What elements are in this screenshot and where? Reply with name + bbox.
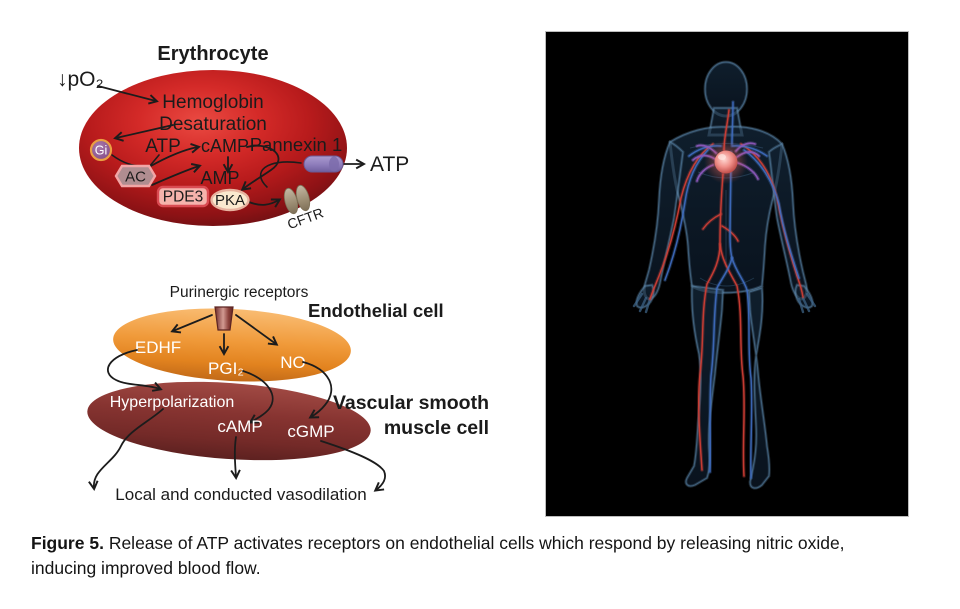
gi-protein-label: Gi (95, 144, 108, 158)
figure-caption-line2: inducing improved blood flow. (31, 558, 261, 579)
pka-badge (210, 188, 250, 212)
signaling-pathway-diagram: Erythrocyte ↓pO₂ Hemoglobin Desaturation… (57, 43, 489, 504)
adenylyl-cyclase-badge (114, 164, 157, 188)
cftr-to-pannexin-curve (260, 161, 302, 188)
endothelial-cell-label: Endothelial cell (308, 300, 444, 321)
heart (704, 140, 748, 184)
vascular-cells-group: Purinergic receptors Endothelial cell ED… (87, 284, 489, 504)
atp-junction-line (148, 154, 160, 168)
purinergic-receptors-label: Purinergic receptors (170, 284, 309, 301)
camp-label: cAMP (201, 136, 249, 156)
human-anatomy-illustration (546, 32, 908, 516)
figure-caption-label: Figure 5. (31, 533, 104, 553)
atp-released-label: ATP (370, 153, 409, 176)
camp-to-pka-curve-arrow (243, 144, 280, 189)
vasodilation-outcome-label: Local and conducted vasodilation (115, 485, 366, 504)
atp-intracellular-label: ATP (145, 136, 181, 157)
vsmc-label-line1: Vascular smooth (333, 392, 489, 414)
cftr-channel (283, 184, 311, 215)
desaturation-label: Desaturation (159, 114, 267, 135)
purinergic-receptor-shape (214, 306, 234, 331)
po2-stimulus-label: ↓pO₂ (57, 68, 104, 91)
pka-label: PKA (215, 192, 245, 209)
hyperpolarization-to-vasodilation-arrow (94, 408, 164, 488)
cgmp-to-vasodilation-arrow (320, 440, 387, 490)
vsmc-camp-label: cAMP (217, 417, 262, 436)
edhf-to-hyperpolarization-arrow (107, 349, 160, 389)
desaturation-to-gi-arrow (116, 124, 174, 138)
no-to-cgmp-arrow (302, 361, 333, 417)
atp-to-camp-arrow (148, 147, 198, 168)
camp-to-vasodilation-arrow (235, 436, 236, 477)
pde3-label: PDE3 (163, 189, 204, 206)
erythrocyte-cell-group: Erythrocyte ↓pO₂ Hemoglobin Desaturation… (57, 43, 409, 232)
po2-to-hemoglobin-arrow (97, 85, 156, 101)
figure-caption: Figure 5. Release of ATP activates recep… (31, 531, 943, 582)
figure-caption-line1: Release of ATP activates receptors on en… (108, 533, 845, 553)
smooth-muscle-cell-body (87, 381, 371, 461)
pannexin-label: Pannexin 1 (250, 134, 343, 155)
hyperpolarization-label: Hyperpolarization (110, 394, 235, 411)
pannexin-channel-end (329, 156, 339, 172)
gi-protein-badge (89, 138, 113, 162)
receptor-to-edhf-arrow (173, 314, 213, 331)
adenylyl-cyclase-label: AC (125, 169, 146, 186)
pgi2-to-camp-arrow (242, 370, 274, 422)
pde3-badge (156, 185, 210, 208)
hemoglobin-label: Hemoglobin (162, 92, 263, 113)
pgi2-label: PGI₂ (208, 359, 244, 378)
vsmc-label-line2: muscle cell (384, 417, 489, 439)
vsmc-cgmp-label: cGMP (287, 422, 334, 441)
erythrocyte-title: Erythrocyte (157, 43, 268, 65)
no-label: NO (280, 353, 306, 372)
receptor-to-no-arrow (235, 314, 276, 344)
edhf-label: EDHF (135, 338, 181, 357)
amp-label: AMP (200, 168, 239, 188)
ac-to-amp-arrow (151, 166, 199, 186)
pka-to-cftr-arrow (248, 200, 279, 205)
anatomy-image-panel (545, 31, 909, 517)
